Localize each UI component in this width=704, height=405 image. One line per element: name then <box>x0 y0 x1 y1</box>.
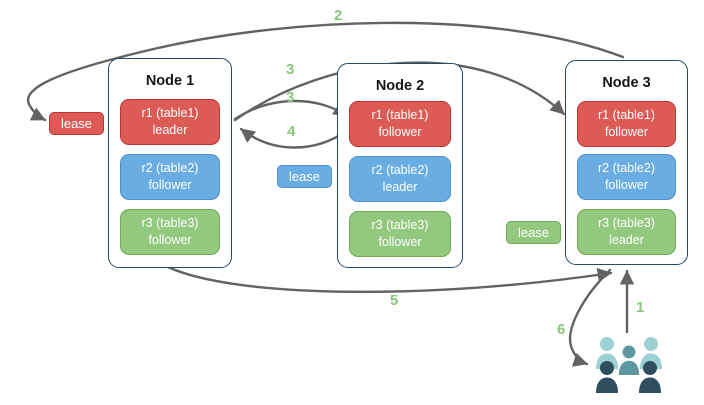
replica-name: r3 (table3) <box>598 216 655 231</box>
user-figure-light-left <box>596 337 618 369</box>
node3-title: Node 3 <box>602 75 651 91</box>
node1-r1-replica: r1 (table1) leader <box>120 99 220 145</box>
step-label-3-lower: 3 <box>286 89 295 106</box>
arrow-step6-node3-to-users <box>568 268 612 367</box>
node2-r2-replica: r2 (table2) leader <box>349 156 451 202</box>
node3-r3-replica: r3 (table3) leader <box>577 209 676 255</box>
node1-r2-replica: r2 (table2) follower <box>120 154 220 200</box>
user-figure-light-right <box>640 337 662 369</box>
user-figure-dark-left <box>596 361 618 393</box>
node2-box: Node 2 r1 (table1) follower r2 (table2) … <box>337 63 463 268</box>
node3-box: Node 3 r1 (table1) follower r2 (table2) … <box>565 60 688 265</box>
replica-role: follower <box>378 235 422 249</box>
replica-role: follower <box>148 178 192 192</box>
arrow-step5-node1-to-node3 <box>166 265 613 294</box>
replica-role: follower <box>378 125 422 139</box>
replica-role: leader <box>609 233 644 247</box>
replica-role: leader <box>382 180 418 194</box>
node2-r3-replica: r3 (table3) follower <box>349 211 451 257</box>
user-figure-dark-right <box>639 361 661 393</box>
step-label-4: 4 <box>287 123 296 140</box>
replica-name: r3 (table3) <box>141 216 199 231</box>
node1-title: Node 1 <box>145 73 195 89</box>
replica-role: leader <box>152 123 188 137</box>
lease-label-green: lease <box>506 221 561 244</box>
lease-label-blue: lease <box>277 165 332 188</box>
replica-role: follower <box>604 178 649 192</box>
users-icon <box>596 337 662 393</box>
step-label-5: 5 <box>390 292 399 309</box>
replica-name: r1 (table1) <box>141 106 199 121</box>
replica-role: follower <box>604 125 649 139</box>
step-label-3-upper: 3 <box>286 61 295 78</box>
step-label-2: 2 <box>334 7 343 24</box>
step-label-6: 6 <box>557 321 566 338</box>
replica-name: r3 (table3) <box>371 218 429 233</box>
node3-r2-replica: r2 (table2) follower <box>577 154 676 200</box>
node2-r1-replica: r1 (table1) follower <box>349 101 451 147</box>
node1-r3-replica: r3 (table3) follower <box>120 209 220 255</box>
node2-title: Node 2 <box>375 78 425 94</box>
replica-name: r2 (table2) <box>141 161 199 176</box>
lease-label-red: lease <box>49 112 104 135</box>
node3-r1-replica: r1 (table1) follower <box>577 101 676 147</box>
replica-name: r1 (table1) <box>598 108 655 123</box>
replica-name: r1 (table1) <box>371 108 429 123</box>
replica-role: follower <box>148 233 192 247</box>
replica-name: r2 (table2) <box>598 161 655 176</box>
user-figure-medium-center <box>618 345 640 375</box>
step-label-1: 1 <box>636 299 645 316</box>
replica-name: r2 (table2) <box>371 163 429 178</box>
node1-box: Node 1 r1 (table1) leader r2 (table2) fo… <box>108 58 232 268</box>
